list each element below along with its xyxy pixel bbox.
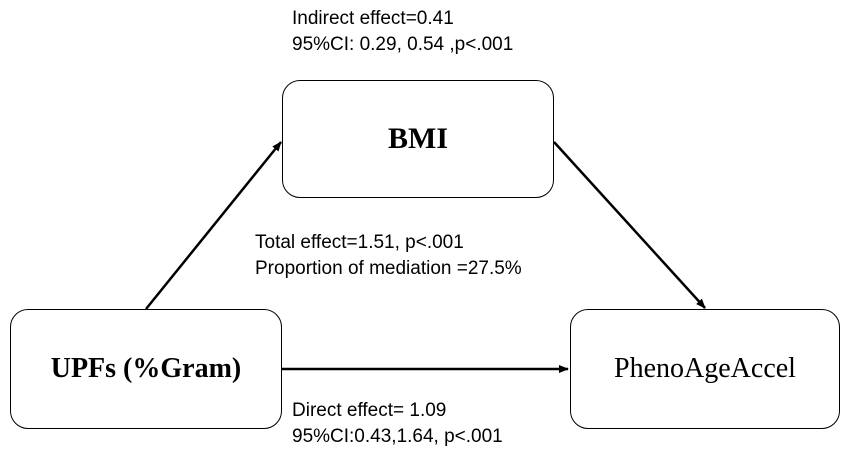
arrow-mediator-to-outcome bbox=[553, 141, 706, 309]
indirect-effect-line: Indirect effect=0.41 bbox=[292, 8, 454, 29]
indirect-ci-line: 95%CI: 0.29, 0.54 ,p<.001 bbox=[292, 34, 514, 55]
indirect-effect-annotation: Indirect effect=0.41 95%CI: 0.29, 0.54 ,… bbox=[292, 6, 513, 58]
total-effect-line: Total effect=1.51, p<.001 bbox=[255, 232, 464, 253]
direct-effect-annotation: Direct effect= 1.09 95%CI:0.43,1.64, p<.… bbox=[292, 398, 503, 450]
exposure-node-box: UPFs (%Gram) bbox=[10, 309, 282, 429]
arrow-exposure-to-mediator bbox=[145, 141, 282, 310]
outcome-node-label: PhenoAgeAccel bbox=[614, 353, 796, 384]
mediator-node-box: BMI bbox=[282, 80, 554, 198]
direct-effect-line: Direct effect= 1.09 bbox=[292, 400, 447, 421]
outcome-node-box: PhenoAgeAccel bbox=[570, 309, 840, 429]
exposure-node-label: UPFs (%Gram) bbox=[50, 353, 242, 384]
mediator-node-label: BMI bbox=[388, 122, 448, 155]
total-effect-annotation: Total effect=1.51, p<.001 Proportion of … bbox=[255, 230, 522, 282]
proportion-mediation-line: Proportion of mediation =27.5% bbox=[255, 258, 522, 279]
direct-ci-line: 95%CI:0.43,1.64, p<.001 bbox=[292, 426, 503, 447]
